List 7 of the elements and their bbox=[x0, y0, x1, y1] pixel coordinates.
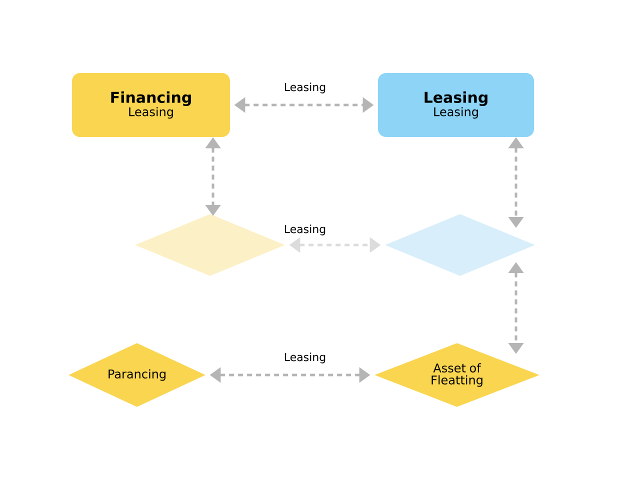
edge-label: Leasing bbox=[282, 224, 328, 236]
process-box: Financing Leasing bbox=[72, 73, 230, 137]
process-box: Leasing Leasing bbox=[378, 73, 534, 137]
decision-diamond bbox=[385, 214, 535, 276]
decision-diamond bbox=[135, 214, 285, 276]
edge-label: Leasing bbox=[282, 352, 328, 364]
edge-label: Leasing bbox=[282, 82, 328, 94]
